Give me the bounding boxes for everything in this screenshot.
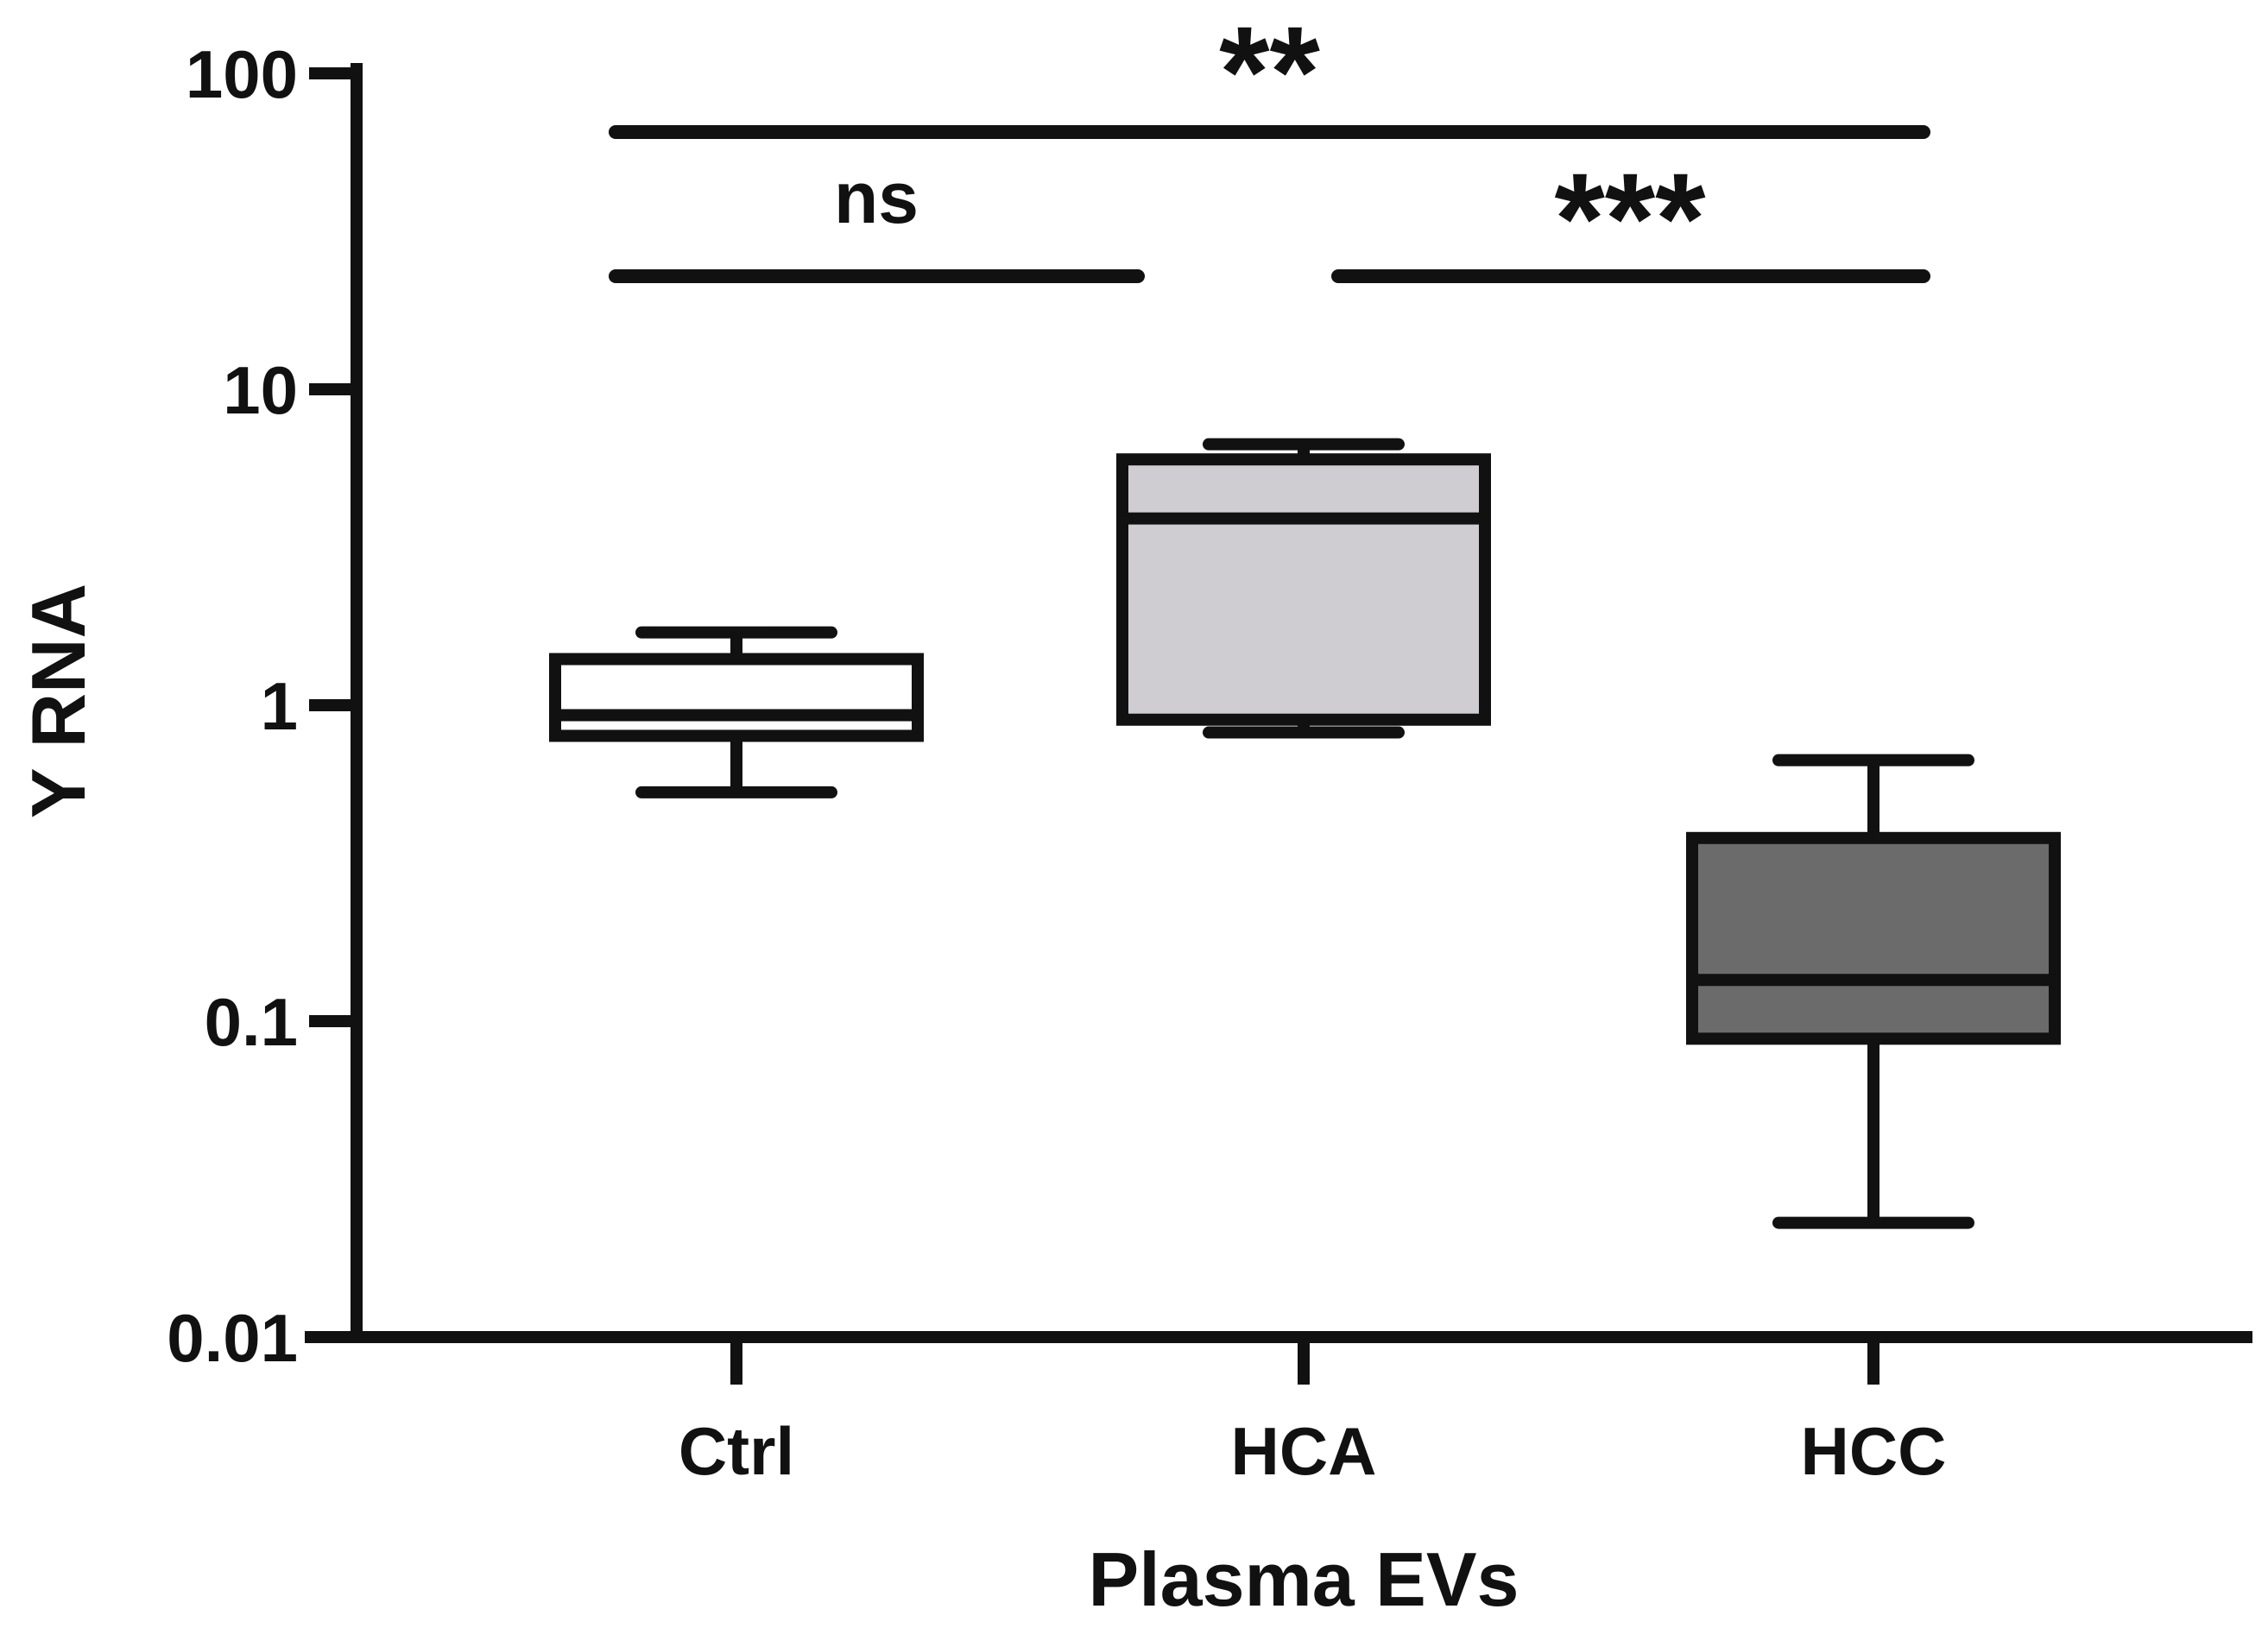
- significance-label: ns: [834, 157, 919, 238]
- iqr-box: [549, 653, 924, 742]
- iqr-box: [1116, 453, 1491, 726]
- box-ctrl: [549, 626, 924, 798]
- boxes-layer: [549, 438, 2061, 1229]
- y-tick-label: 0.1: [205, 984, 298, 1060]
- x-tick-label: HCA: [1231, 1413, 1377, 1489]
- significance-layer: ** ns ***: [609, 0, 1930, 291]
- x-ticks: Ctrl HCA HCC: [679, 1337, 1947, 1489]
- x-axis: Ctrl HCA HCC: [305, 1331, 2252, 1489]
- iqr-box: [1686, 831, 2061, 1045]
- y-axis-title: Y RNA: [16, 584, 101, 818]
- y-ticks: 100 10 1 0.1 0.01: [167, 36, 357, 1376]
- y-tick-label: 0.01: [167, 1300, 298, 1376]
- y-tick-label: 1: [261, 668, 298, 744]
- y-axis: 100 10 1 0.1 0.01: [167, 36, 363, 1376]
- plot-area: ** ns ***: [549, 0, 2061, 1229]
- box-hcc: [1686, 754, 2061, 1229]
- x-tick-label: Ctrl: [679, 1413, 794, 1489]
- significance-ctrl-hcc: **: [609, 0, 1930, 144]
- x-axis-title: Plasma EVs: [1089, 1537, 1519, 1622]
- y-tick-label: 100: [186, 36, 298, 112]
- significance-label: **: [1219, 0, 1320, 144]
- box-hca: [1116, 438, 1491, 739]
- y-tick-label: 10: [223, 352, 298, 428]
- significance-hca-hcc: ***: [1331, 146, 1930, 291]
- x-tick-label: HCC: [1801, 1413, 1947, 1489]
- significance-label: ***: [1554, 146, 1706, 291]
- significance-ctrl-hca: ns: [609, 157, 1145, 283]
